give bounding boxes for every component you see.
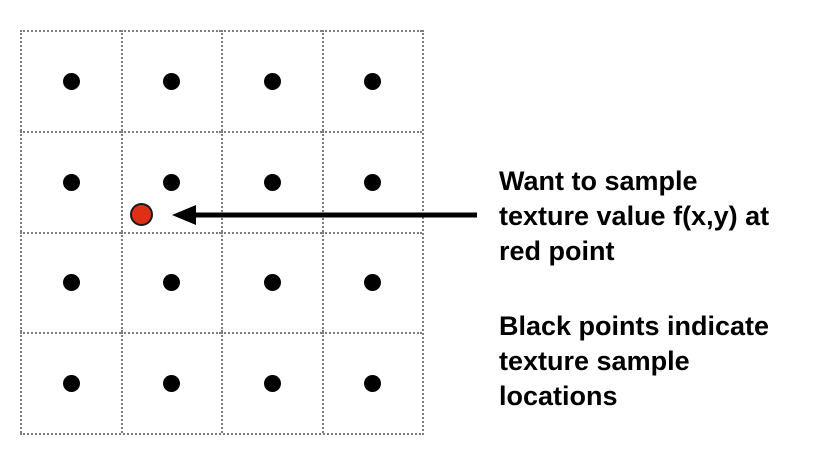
caption-line: locations: [499, 381, 618, 411]
texel-cell: [221, 30, 322, 131]
texel-cell: [20, 231, 121, 333]
texel-cell: [120, 30, 221, 131]
texel-cell: [321, 231, 422, 333]
texel-cell: [120, 130, 221, 232]
texel-cell: [20, 332, 121, 433]
texture-sample-dot: [62, 173, 80, 191]
red-sample-point: [130, 203, 153, 226]
caption-sample-query: Want to sample texture value f(x,y) at r…: [499, 164, 829, 269]
texture-sample-dot: [62, 72, 80, 90]
texture-sample-dot: [163, 173, 181, 191]
texture-sample-dot: [163, 274, 181, 292]
caption-block: Want to sample texture value f(x,y) at r…: [499, 164, 829, 414]
texture-sample-dot: [62, 375, 80, 393]
caption-line: texture sample: [499, 346, 690, 376]
texture-sample-dot: [364, 274, 382, 292]
texture-sample-dot: [163, 375, 181, 393]
caption-sample-locations: Black points indicate texture sample loc…: [499, 309, 829, 414]
texture-sample-dot: [263, 173, 281, 191]
texel-cell: [321, 332, 422, 433]
texture-sample-dot: [263, 375, 281, 393]
texture-sample-dot: [364, 173, 382, 191]
caption-line: texture value f(x,y) at: [499, 201, 770, 231]
caption-line: Want to sample: [499, 166, 698, 196]
texture-sample-dot: [163, 72, 181, 90]
texel-cell: [321, 130, 422, 232]
texel-cell: [321, 30, 422, 131]
texel-cell: [120, 332, 221, 433]
texel-cell: [20, 30, 121, 131]
texel-cell: [20, 130, 121, 232]
texel-cell: [221, 231, 322, 333]
texture-sample-dot: [263, 274, 281, 292]
texel-cell: [221, 130, 322, 232]
texel-grid: [20, 30, 424, 435]
texture-sample-dot: [263, 72, 281, 90]
texture-sample-dot: [364, 375, 382, 393]
caption-line: Black points indicate: [499, 311, 770, 341]
texture-sample-dot: [62, 274, 80, 292]
texture-sample-dot: [364, 72, 382, 90]
texel-cell: [221, 332, 322, 433]
texel-cell: [120, 231, 221, 333]
caption-line: red point: [499, 236, 615, 266]
